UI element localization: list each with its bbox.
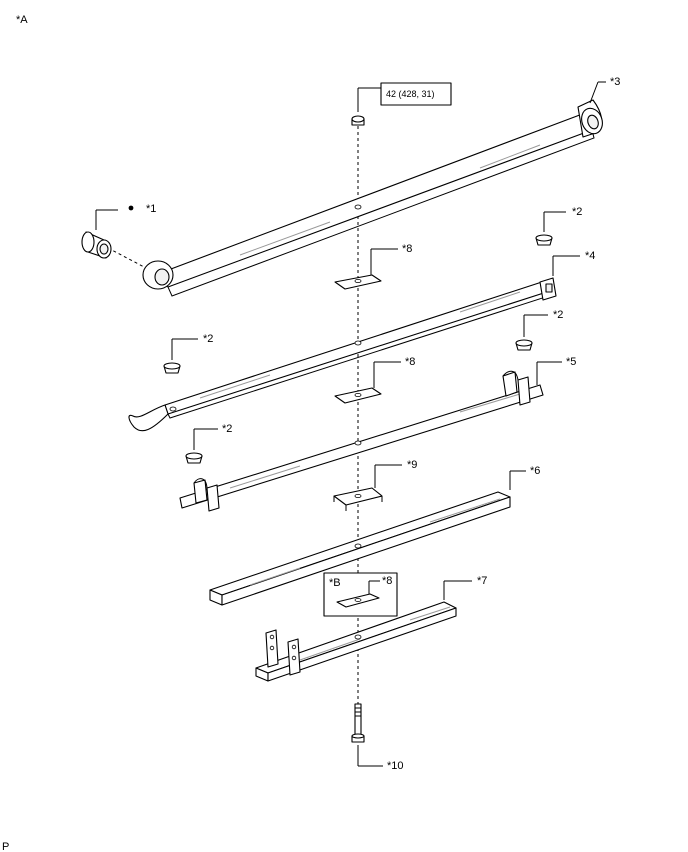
callout-8b: *8 [405, 356, 415, 368]
spacer-9 [333, 487, 383, 511]
callout-2c: *2 [553, 309, 563, 321]
filled-dot-icon [128, 205, 134, 211]
spacer-plate-8a [334, 274, 382, 290]
callout-6: *6 [530, 465, 540, 477]
callout-8a: *8 [402, 243, 412, 255]
nut [351, 115, 365, 126]
block-6 [209, 491, 511, 606]
seat-7 [255, 601, 457, 682]
callout-9: *9 [407, 459, 417, 471]
callout-4: *4 [585, 250, 595, 262]
callout-8c: *8 [382, 575, 392, 587]
leader-3b [589, 81, 599, 104]
footer-label: P [2, 841, 9, 852]
torque-spec: 42 (428, 31) [386, 89, 435, 99]
view-label: *A [16, 14, 28, 26]
callout-2b: *2 [203, 333, 213, 345]
callout-2d: *2 [222, 423, 232, 435]
rubber-pad-2c [515, 339, 533, 351]
callout-10: *10 [387, 760, 404, 772]
spacer-plate-8b [334, 387, 382, 404]
bushing-1 [81, 231, 112, 259]
callout-5: *5 [566, 356, 576, 368]
rubber-pad-2a [535, 234, 553, 246]
center-bolt-10 [351, 703, 365, 743]
torque-box [380, 82, 452, 106]
spacer-plate-8c [336, 593, 380, 608]
rubber-pad-2d [185, 452, 203, 464]
callout-2a: *2 [572, 206, 582, 218]
main-leaf-3 [142, 99, 603, 297]
callout-7: *7 [477, 575, 487, 587]
bushing-axis-line [107, 247, 147, 269]
inset-b-box [323, 572, 398, 617]
leaf-4 [128, 277, 557, 432]
rubber-pad-2b [163, 362, 181, 374]
callout-1: *1 [146, 203, 156, 215]
leaf-5 [179, 370, 544, 512]
callout-3: *3 [610, 76, 620, 88]
inset-b-label: *B [329, 577, 341, 589]
